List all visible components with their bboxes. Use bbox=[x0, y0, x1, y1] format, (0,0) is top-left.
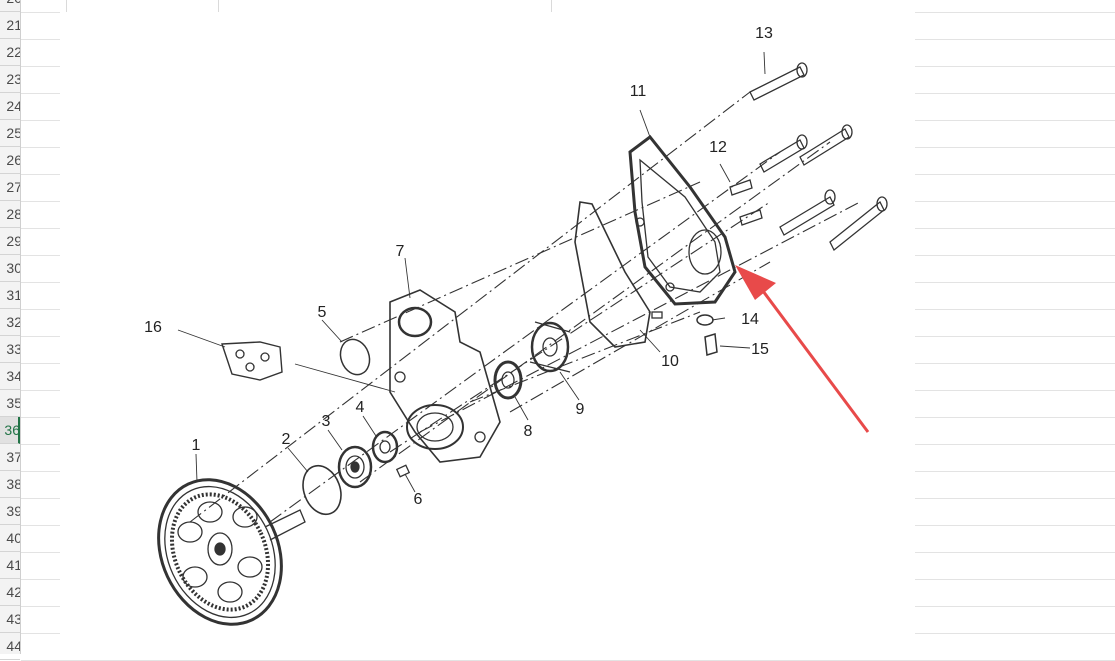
part-ring bbox=[339, 338, 371, 376]
callout-number: 16 bbox=[144, 319, 162, 336]
row-number[interactable]: 29 bbox=[0, 228, 20, 255]
part-gasket bbox=[574, 201, 651, 348]
part-pump-cover bbox=[628, 134, 737, 306]
row-number[interactable]: 31 bbox=[0, 282, 20, 309]
part-washer bbox=[696, 314, 714, 326]
part-housing bbox=[389, 289, 501, 463]
callout-number: 10 bbox=[661, 353, 679, 370]
part-seal bbox=[493, 360, 523, 400]
part-snap-ring bbox=[302, 464, 342, 516]
callout-number: 6 bbox=[414, 491, 423, 508]
part-bracket bbox=[221, 341, 283, 381]
row-number[interactable]: 21 bbox=[0, 12, 20, 39]
leader-lines bbox=[177, 51, 766, 493]
callout-number: 9 bbox=[576, 401, 585, 418]
callout-number: 14 bbox=[741, 311, 759, 328]
part-bearing bbox=[337, 445, 373, 489]
row-number[interactable]: 38 bbox=[0, 471, 20, 498]
row-number[interactable]: 26 bbox=[0, 147, 20, 174]
row-number[interactable]: 27 bbox=[0, 174, 20, 201]
row-number[interactable]: 43 bbox=[0, 606, 20, 633]
callout-number: 5 bbox=[318, 304, 327, 321]
row-number[interactable]: 35 bbox=[0, 390, 20, 417]
part-pin bbox=[395, 464, 411, 478]
row-number[interactable]: 20 bbox=[0, 0, 20, 12]
part-impeller bbox=[529, 321, 571, 373]
column-border bbox=[551, 0, 552, 12]
column-border bbox=[218, 0, 219, 12]
row-header[interactable]: 2021222324252627282930313233343536373839… bbox=[0, 0, 21, 660]
callout-number: 3 bbox=[322, 413, 331, 430]
part-drain-bolt bbox=[704, 333, 718, 356]
row-number[interactable]: 32 bbox=[0, 309, 20, 336]
row-number[interactable]: 28 bbox=[0, 201, 20, 228]
callout-number: 7 bbox=[396, 243, 405, 260]
part-small-bearing bbox=[371, 430, 399, 464]
callout-number: 1 bbox=[192, 437, 201, 454]
callout-number: 15 bbox=[751, 341, 769, 358]
row-number[interactable]: 44 bbox=[0, 633, 20, 660]
part-dowel bbox=[651, 311, 663, 319]
part-gear bbox=[157, 478, 306, 626]
callout-number: 8 bbox=[524, 423, 533, 440]
row-number[interactable]: 41 bbox=[0, 552, 20, 579]
row-number[interactable]: 25 bbox=[0, 120, 20, 147]
callout-number: 4 bbox=[356, 399, 365, 416]
column-border bbox=[66, 0, 67, 12]
part-small-bolts bbox=[729, 179, 763, 226]
part-long-bolts bbox=[749, 62, 888, 252]
callout-number: 13 bbox=[755, 25, 773, 42]
callout-number: 2 bbox=[282, 431, 291, 448]
row-number[interactable]: 24 bbox=[0, 93, 20, 120]
row-number[interactable]: 40 bbox=[0, 525, 20, 552]
row-number[interactable]: 23 bbox=[0, 66, 20, 93]
row-number[interactable]: 36 bbox=[0, 417, 20, 444]
row-number[interactable]: 37 bbox=[0, 444, 20, 471]
callout-number: 12 bbox=[709, 139, 727, 156]
callout-number: 11 bbox=[630, 83, 647, 100]
row-number[interactable]: 42 bbox=[0, 579, 20, 606]
row-number[interactable]: 22 bbox=[0, 39, 20, 66]
centre-lines bbox=[189, 91, 861, 523]
row-number[interactable]: 39 bbox=[0, 498, 20, 525]
row-number[interactable]: 33 bbox=[0, 336, 20, 363]
row-number[interactable]: 30 bbox=[0, 255, 20, 282]
highlight-arrow bbox=[735, 265, 870, 433]
row-number[interactable]: 34 bbox=[0, 363, 20, 390]
